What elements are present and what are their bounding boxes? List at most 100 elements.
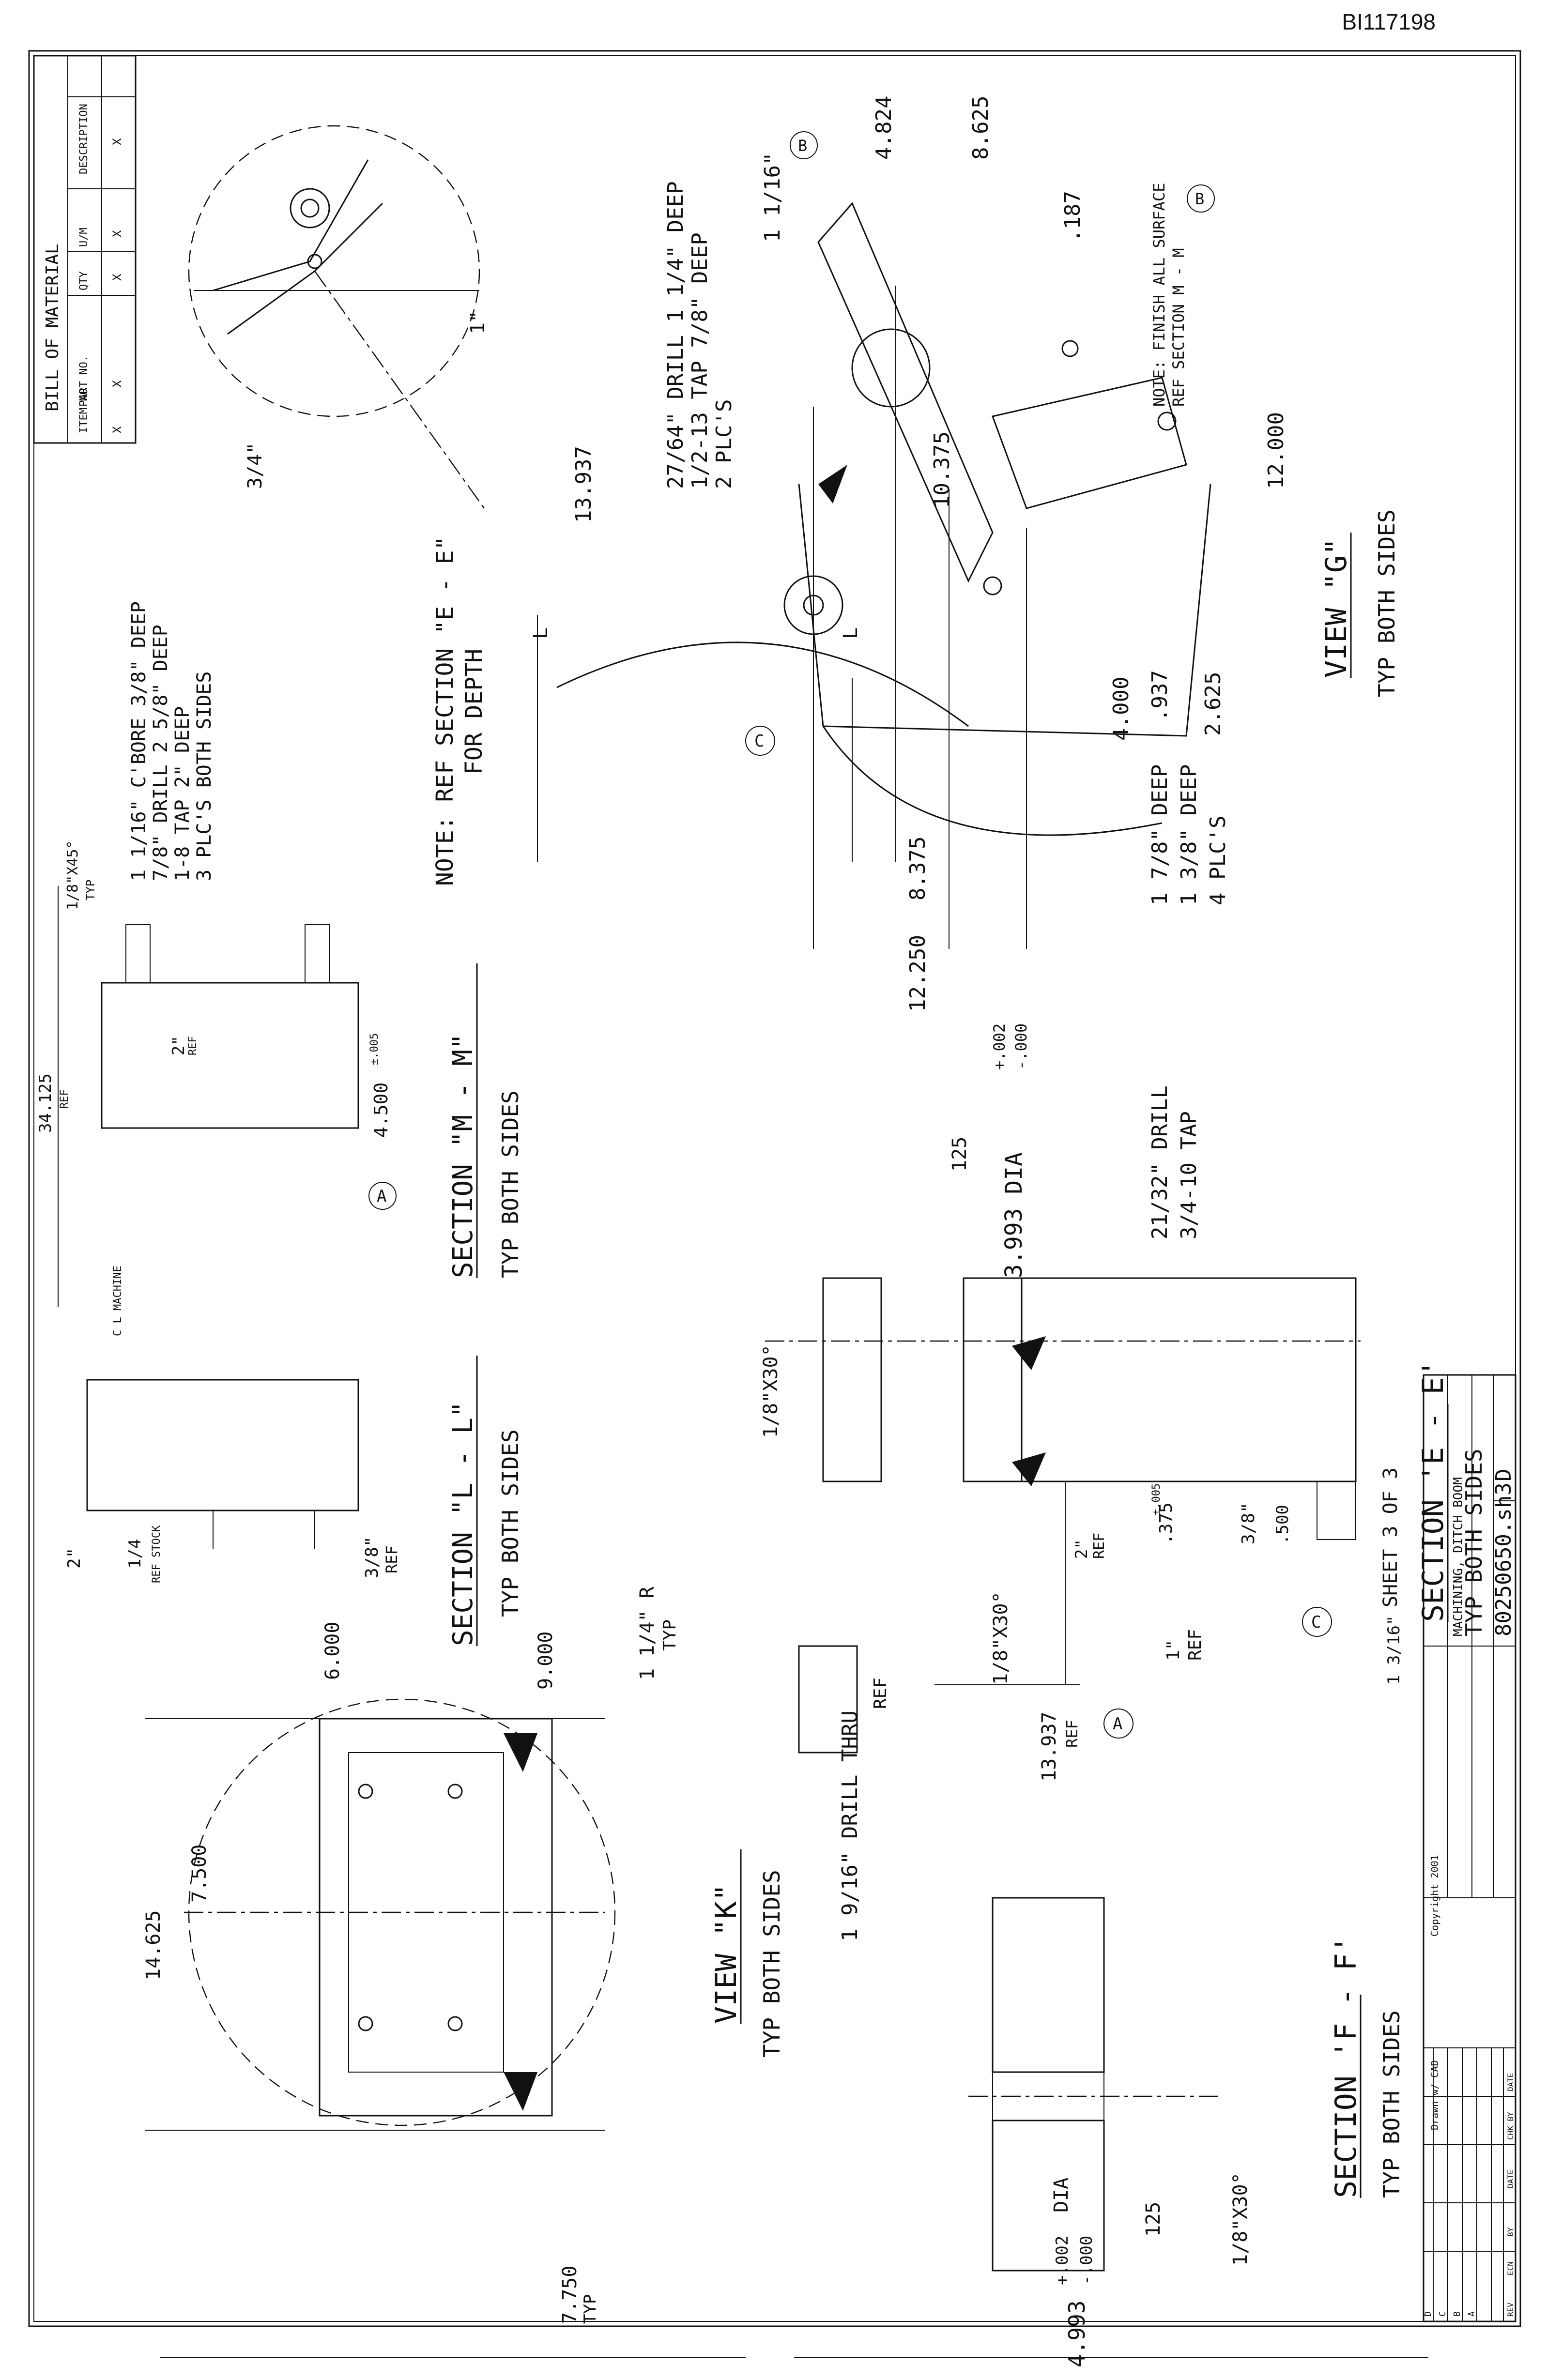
section-m-dim-chamfer-typ: TYP (84, 880, 97, 900)
section-m-subtitle: TYP BOTH SIDES (497, 1090, 523, 1278)
note-depth-line1: NOTE: REF SECTION "E - E" (431, 536, 459, 886)
section-f-dim-dia: DIA (1050, 2178, 1072, 2212)
section-f-subtitle: TYP BOTH SIDES (1379, 2010, 1405, 2198)
view-k-dim-7-500: 7.500 (188, 1845, 211, 1903)
bom-header-qty: QTY (78, 271, 90, 290)
view-g-finish-1: NOTE: FINISH ALL SURFACE (1150, 183, 1168, 407)
section-e-dim-chamfer-bottom: 1/8"X30° (990, 1591, 1012, 1685)
view-g-finish-callout-b: B (1195, 190, 1204, 208)
section-l-dim-ref-stock: REF STOCK (151, 1525, 163, 1583)
section-e-title: SECTION 'E - E' (1416, 1359, 1450, 1622)
view-g-subtitle: TYP BOTH SIDES (1374, 509, 1400, 697)
view-k-dim-6-000: 6.000 (322, 1622, 344, 1680)
view-k-title: VIEW "K" (709, 1884, 743, 2024)
rev-header-date: DATE (1506, 2169, 1515, 2188)
section-e-dim-2: 2" (1072, 1539, 1091, 1559)
view-g: 13.937 12.250 8.375 10.375 4.000 .937 2.… (530, 96, 1400, 1012)
section-l-dim-2: 2" (64, 1548, 84, 1569)
view-g-drill-top-1: 27/64" DRILL 1 1/4" DEEP (663, 181, 688, 489)
section-f-dim-tol-minus: -.000 (1077, 2236, 1096, 2285)
sheet-number: SHEET 3 OF 3 (1379, 1467, 1402, 1607)
view-k-dim-9-000: 9.000 (535, 1632, 557, 1690)
view-g-dim-937: .937 (1148, 670, 1172, 721)
section-m-dim-2-ref: REF (187, 1036, 199, 1055)
view-g-dim-8-375: 8.375 (905, 837, 930, 900)
section-l-l: 2" 1/4 REF STOCK 3/8" REF SECTION "L - L… (64, 1356, 523, 1646)
bom-header-part: PART NO. (78, 355, 90, 407)
section-e-callout-a: A (1113, 1714, 1122, 1734)
section-e-dim-tol-minus: -.000 (1012, 1023, 1030, 1070)
view-k-dim-r-typ: TYP (660, 1619, 680, 1651)
section-e-dim-1: 1" (1164, 1640, 1183, 1661)
view-g-callout-b: B (798, 137, 807, 155)
view-g-drill-bottom-2: 1 3/8" DEEP (1177, 764, 1201, 905)
section-m-m: 34.125 REF C L MACHINE 1/8"X45° TYP 2" R… (36, 601, 523, 1336)
rev-row-c: C (1438, 2311, 1448, 2317)
section-m-dim-ref: REF (59, 1089, 71, 1109)
section-l-subtitle: TYP BOTH SIDES (497, 1429, 523, 1617)
bom-cell-um: X (110, 230, 124, 237)
section-e-dim-3-993: 3.993 DIA (1000, 1152, 1027, 1278)
bill-of-material: BILL OF MATERIAL ITEM NO PART NO. QTY U/… (33, 55, 137, 444)
bom-cell-part: X (110, 380, 124, 387)
section-f-dim-chamfer: 1/8"X30° (1229, 2172, 1252, 2266)
view-g-dim-8-625: 8.625 (968, 96, 993, 160)
rev-header-ecn: ECN (1506, 2261, 1515, 2275)
section-e-subtitle: TYP BOTH SIDES (1461, 1449, 1487, 1636)
section-e-callout-c: C (1311, 1613, 1321, 1632)
view-g-dim-4-000: 4.000 (1109, 677, 1133, 741)
section-e-dim-375: .375 (1156, 1502, 1176, 1544)
bom-header-item: ITEM NO (78, 388, 90, 433)
section-e-dim-13-937: 13.937 (1038, 1712, 1060, 1782)
view-g-dim-13-937: 13.937 (571, 446, 596, 523)
title-block-title: MACHINING, DITCH BOOM (1451, 1477, 1466, 1636)
section-m-note-4: 3 PLC'S BOTH SIDES (193, 671, 215, 881)
section-l-dim-1-4: 1/4 (125, 1539, 145, 1569)
section-m-title: SECTION "M - M" (447, 1033, 479, 1278)
view-g-section-l-top: L (530, 627, 552, 639)
section-e-dim-3-8: 3/8" (1239, 1502, 1258, 1544)
section-m-note-1: 1 1/16" C'BORE 3/8" DEEP (128, 601, 150, 881)
section-e-dim-2-ref: REF (1091, 1533, 1108, 1559)
section-m-dim-2: 2" (169, 1036, 188, 1055)
view-g-dim-4-824: 4.824 (872, 96, 896, 160)
view-k-subtitle: TYP BOTH SIDES (759, 1870, 785, 2058)
section-f-dim-tol-plus: +.002 (1053, 2236, 1072, 2285)
section-f-dim-4-993: 4.993 (1064, 2301, 1090, 2367)
title-block-drawn-note: Drawn w/ CAD (1429, 2060, 1440, 2131)
section-e-e: 1/8"X30° 125 3.993 DIA +.002 -.000 1 9/1… (760, 1023, 1487, 1941)
view-g-dim-12-000: 12.000 (1264, 412, 1288, 489)
rev-header-date2: DATE (1506, 2073, 1515, 2091)
bom-header-um: U/M (78, 228, 90, 247)
section-e-note-2: 3/4-10 TAP (1177, 1111, 1201, 1239)
view-g-dim-1-1-16: 1 1/16" (760, 153, 785, 242)
view-k-dim-7-750: 7.750 (559, 2266, 581, 2324)
title-block: Drawn w/ CAD Copyright 2001 MACHINING, D… (1379, 1374, 1516, 2322)
view-g-finish-2: REF SECTION M - M (1169, 248, 1188, 407)
section-e-dim-13-937-ref: REF (1063, 1720, 1081, 1748)
section-m-dim-chamfer: 1/8"X45° (64, 840, 81, 911)
section-f-dim-125: 125 (1142, 2202, 1164, 2237)
view-g-dim-187: .187 (1060, 191, 1085, 242)
section-e-dim-chamfer-top: 1/8"X30° (760, 1344, 782, 1438)
bom-header-desc: DESCRIPTION (78, 104, 90, 174)
detail-dim-1: 1" (467, 311, 489, 334)
bom-cell-qty: X (110, 274, 124, 281)
section-l-title: SECTION "L - L" (447, 1401, 479, 1646)
view-g-callout-c: C (754, 732, 764, 751)
drawing-border (28, 50, 1521, 2327)
section-e-dim-125: 125 (949, 1137, 971, 1172)
section-e-dim-tol-plus: +.002 (990, 1023, 1009, 1070)
section-e-dim-375-tol: ±.005 (1150, 1483, 1163, 1515)
section-e-dim-1-ref: REF (1185, 1629, 1205, 1661)
view-g-drill-bottom-3: 4 PLC'S (1206, 816, 1230, 905)
view-g-dim-12-250: 12.250 (905, 935, 930, 1012)
section-f-f: 4.993 +.002 -.000 DIA 125 1/8"X30° SECTI… (968, 1897, 1405, 2367)
document-id: BI117198 (1342, 9, 1436, 34)
view-g-drill-top-3: 2 PLC'S (712, 399, 736, 489)
rev-row-b: B (1452, 2311, 1462, 2317)
section-m-dim-4-500: 4.500 (370, 1083, 392, 1138)
section-m-note-3: 1-8 TAP 2" DEEP (171, 706, 194, 881)
section-e-note-1: 21/32" DRILL (1148, 1085, 1172, 1239)
